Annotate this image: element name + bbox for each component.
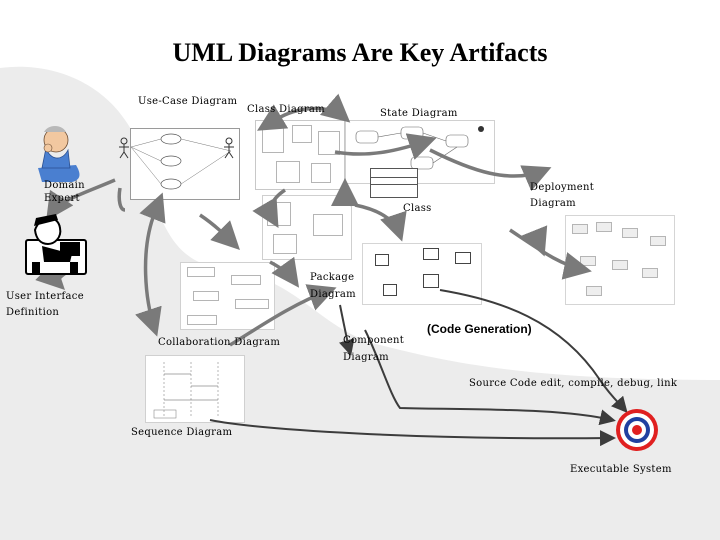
package-diagram-label-line1: Package — [310, 272, 355, 283]
domain-expert-label-line2: Expert — [44, 193, 80, 204]
deployment-diagram-label-line1: Deployment — [530, 182, 595, 193]
use-case-diagram-thumbnail — [130, 128, 240, 200]
sequence-diagram-thumbnail — [145, 355, 245, 423]
class-diagram-label: Class Diagram — [247, 104, 325, 115]
component-diagram-label-line1: Component — [343, 335, 405, 346]
executable-system-label: Executable System — [570, 464, 672, 475]
class-diagram-thumbnail — [255, 120, 345, 190]
sequence-diagram-sketch — [153, 362, 219, 419]
deployment-diagram-label-line2: Diagram — [530, 198, 576, 209]
use-case-diagram-sketch — [130, 133, 232, 190]
ui-definition-label-line1: User Interface — [6, 291, 84, 302]
code-generation-label: (Code Generation) — [427, 322, 532, 336]
sequence-diagram-label: Sequence Diagram — [131, 427, 233, 438]
state-diagram-label: State Diagram — [380, 108, 458, 119]
component-diagram-label-line2: Diagram — [343, 352, 389, 363]
collaboration-diagram-thumbnail — [180, 262, 275, 330]
use-case-diagram-label: Use-Case Diagram — [138, 96, 238, 107]
class-label: Class — [403, 203, 432, 214]
source-code-label: Source Code edit, compile, debug, link — [469, 378, 678, 389]
package-diagram-label-line2: Diagram — [310, 289, 356, 300]
class-box-thumbnail — [370, 168, 418, 198]
ui-definition-label-line2: Definition — [6, 307, 60, 318]
page-title: UML Diagrams Are Key Artifacts — [172, 38, 548, 67]
domain-expert-label-line1: Domain — [44, 180, 85, 191]
collaboration-diagram-label: Collaboration Diagram — [158, 337, 281, 348]
